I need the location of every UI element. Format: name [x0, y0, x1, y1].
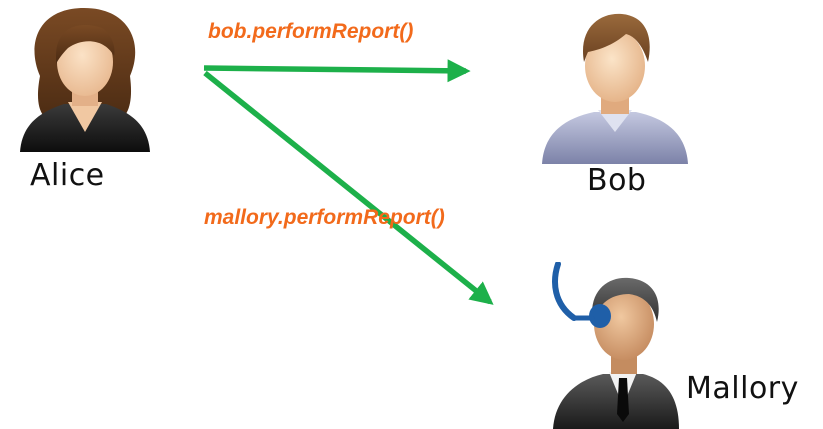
message-label-mallory: mallory.performReport(): [204, 206, 445, 229]
alice-avatar-icon: [20, 8, 150, 152]
mallory-avatar-icon: [553, 277, 679, 429]
arrow-alice-to-mallory: [203, 70, 494, 305]
headset-icon: [552, 262, 611, 328]
bob-label: Bob: [587, 163, 647, 198]
message-label-bob: bob.performReport(): [208, 20, 414, 43]
arrow-alice-to-bob: [203, 59, 471, 83]
bob-avatar-icon: [542, 13, 688, 164]
mallory-label: Mallory: [686, 371, 799, 406]
alice-label: Alice: [30, 158, 105, 193]
